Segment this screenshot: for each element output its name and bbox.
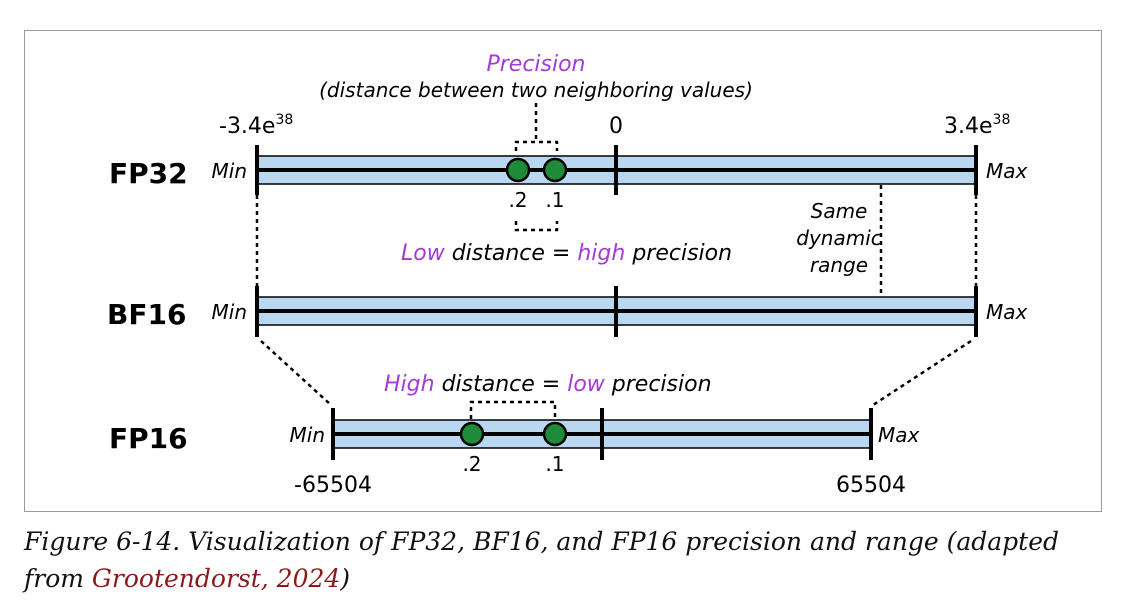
fp32-max-value: 3.4e38 — [944, 112, 1010, 139]
fp16-max-value: 65504 — [836, 473, 906, 498]
fp16-point-left — [459, 421, 485, 447]
low-distance-note: Low distance = high precision — [401, 241, 732, 266]
precision-title: Precision — [486, 52, 585, 77]
precision-diagram: Precision (distance between two neighbor… — [107, 52, 1028, 498]
fp32-point-left-label: .2 — [508, 188, 527, 212]
fp32-label: FP32 — [109, 157, 188, 190]
fp32-zero: 0 — [609, 114, 623, 139]
precision-subtitle: (distance between two neighboring values… — [319, 78, 753, 102]
bf16-fp16-min-connector — [260, 340, 332, 406]
fp16-min-value: -65504 — [294, 473, 372, 498]
caption-link[interactable]: Grootendorst, 2024 — [91, 564, 341, 593]
range-note-line3: range — [810, 253, 868, 277]
fp16-max-label: Max — [878, 423, 920, 447]
fp16-precision-bracket — [469, 400, 557, 419]
fp32-min-label: Min — [212, 159, 248, 183]
fp32-point-right — [542, 157, 568, 183]
fp32-min-exp: 38 — [275, 112, 293, 128]
fp16-point-left-label: .2 — [462, 452, 481, 476]
fp16-label: FP16 — [109, 422, 188, 455]
bf16-min-label: Min — [212, 300, 248, 324]
range-note-line1: Same — [811, 199, 868, 223]
fp32-min-value: -3.4e38 — [219, 112, 293, 139]
range-note-line2: dynamic — [796, 226, 882, 250]
caption-text: Figure 6-14. Visualization of FP32, BF16… — [24, 527, 1060, 593]
precision-bracket-bottom — [514, 221, 559, 232]
caption-close: ) — [340, 564, 351, 593]
bf16-label: BF16 — [107, 298, 186, 331]
fp32-max-exp: 38 — [993, 112, 1011, 128]
fp16-min-label: Min — [290, 423, 326, 447]
fp16-point-right-label: .1 — [545, 452, 564, 476]
figure-frame: Precision (distance between two neighbor… — [24, 30, 1102, 512]
bf16-fp16-max-connector — [872, 339, 972, 407]
high-distance-note: High distance = low precision — [384, 372, 712, 397]
precision-bracket-top — [514, 140, 559, 151]
fp16-point-right — [542, 421, 568, 447]
fp32-point-left — [505, 157, 531, 183]
figure-caption: Figure 6-14. Visualization of FP32, BF16… — [24, 523, 1104, 597]
fp32-max-label: Max — [986, 159, 1028, 183]
bf16-max-label: Max — [986, 300, 1028, 324]
fp32-point-right-label: .1 — [545, 188, 564, 212]
